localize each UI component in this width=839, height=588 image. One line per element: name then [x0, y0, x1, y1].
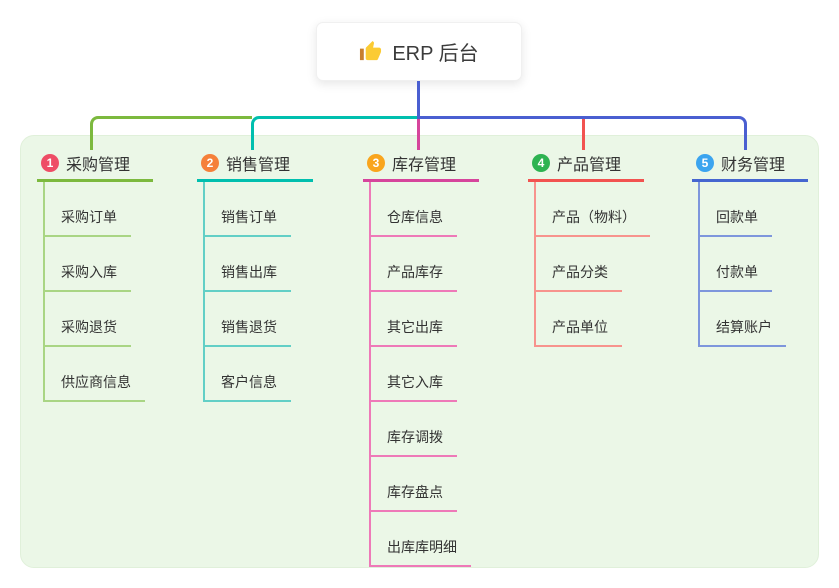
- branch-node[interactable]: 5 财务管理: [692, 151, 808, 182]
- child-row: 库存调拨: [371, 402, 478, 457]
- connector-elbow-branch2: [251, 116, 418, 150]
- branch-label: 产品管理: [557, 156, 622, 174]
- child-row: 采购入库: [45, 237, 152, 292]
- connector-root-drop: [417, 81, 420, 116]
- mindmap-panel: 1 采购管理 采购订单采购入库采购退货供应商信息 2 销售管理 销售订单销售出库…: [20, 135, 819, 568]
- child-row: 产品单位: [536, 292, 643, 347]
- child-row: 付款单: [700, 237, 807, 292]
- child-node[interactable]: 库存盘点: [371, 482, 457, 512]
- branch-node[interactable]: 3 库存管理: [363, 151, 479, 182]
- child-row: 客户信息: [205, 347, 312, 402]
- child-node[interactable]: 产品（物料）: [536, 207, 650, 237]
- child-node[interactable]: 客户信息: [205, 372, 291, 402]
- branch-label: 销售管理: [226, 156, 291, 174]
- child-node[interactable]: 付款单: [700, 262, 772, 292]
- branch-label: 财务管理: [721, 156, 786, 174]
- branch-number-badge: 5: [696, 153, 714, 172]
- branch-number-badge: 3: [367, 153, 385, 172]
- child-row: 产品（物料）: [536, 182, 650, 237]
- child-node[interactable]: 产品分类: [536, 262, 622, 292]
- connector-elbow-branch1: [90, 116, 252, 150]
- child-node[interactable]: 采购入库: [45, 262, 131, 292]
- branch-children: 销售订单销售出库销售退货客户信息: [203, 182, 312, 402]
- child-row: 产品库存: [371, 237, 478, 292]
- root-node[interactable]: ERP 后台: [316, 22, 522, 81]
- branch-node[interactable]: 2 销售管理: [197, 151, 313, 182]
- child-row: 供应商信息: [45, 347, 152, 402]
- child-row: 采购退货: [45, 292, 152, 347]
- branch-label: 采购管理: [66, 156, 131, 174]
- connector-elbow-branch5: [417, 116, 747, 150]
- child-row: 销售订单: [205, 182, 312, 237]
- connector-drop-branch4: [582, 118, 585, 150]
- child-node[interactable]: 销售订单: [205, 207, 291, 237]
- branch-number-badge: 4: [532, 153, 550, 172]
- child-row: 仓库信息: [371, 182, 478, 237]
- branch-children: 回款单付款单结算账户: [698, 182, 807, 347]
- root-label: ERP 后台: [392, 43, 479, 65]
- branch-column: 4 产品管理 产品（物料） 产品分类产品单位: [528, 151, 650, 347]
- branch-number-badge: 2: [201, 153, 219, 172]
- child-row: 销售出库: [205, 237, 312, 292]
- child-node[interactable]: 仓库信息: [371, 207, 457, 237]
- child-node[interactable]: 出库库明细: [371, 537, 471, 567]
- child-row: 其它入库: [371, 347, 478, 402]
- child-node[interactable]: 采购退货: [45, 317, 131, 347]
- child-row: 出库库明细: [371, 512, 478, 567]
- child-node[interactable]: 其它入库: [371, 372, 457, 402]
- branch-node[interactable]: 4 产品管理: [528, 151, 644, 182]
- child-node[interactable]: 产品单位: [536, 317, 622, 347]
- child-node[interactable]: 销售退货: [205, 317, 291, 347]
- branch-node[interactable]: 1 采购管理: [37, 151, 153, 182]
- child-node[interactable]: 产品库存: [371, 262, 457, 292]
- branch-column: 1 采购管理 采购订单采购入库采购退货供应商信息: [37, 151, 153, 402]
- child-node[interactable]: 销售出库: [205, 262, 291, 292]
- connector-drop-branch3: [417, 118, 420, 150]
- branch-children: 产品（物料） 产品分类产品单位: [534, 182, 650, 347]
- child-row: 结算账户: [700, 292, 807, 347]
- child-node[interactable]: 其它出库: [371, 317, 457, 347]
- child-node[interactable]: 供应商信息: [45, 372, 145, 402]
- branch-number-badge: 1: [41, 153, 59, 172]
- branch-column: 2 销售管理 销售订单销售出库销售退货客户信息: [197, 151, 313, 402]
- child-node[interactable]: 采购订单: [45, 207, 131, 237]
- child-row: 库存盘点: [371, 457, 478, 512]
- branch-column: 3 库存管理 仓库信息产品库存其它出库其它入库库存调拨库存盘点出库库明细: [363, 151, 479, 567]
- child-row: 采购订单: [45, 182, 152, 237]
- child-node[interactable]: 库存调拨: [371, 427, 457, 457]
- branch-children: 仓库信息产品库存其它出库其它入库库存调拨库存盘点出库库明细: [369, 182, 478, 567]
- child-row: 其它出库: [371, 292, 478, 347]
- branch-children: 采购订单采购入库采购退货供应商信息: [43, 182, 152, 402]
- child-row: 回款单: [700, 182, 807, 237]
- child-node[interactable]: 回款单: [700, 207, 772, 237]
- child-node[interactable]: 结算账户: [700, 317, 786, 347]
- child-row: 销售退货: [205, 292, 312, 347]
- branch-column: 5 财务管理 回款单付款单结算账户: [692, 151, 808, 347]
- thumbs-up-icon: [360, 40, 382, 61]
- child-row: 产品分类: [536, 237, 643, 292]
- branch-label: 库存管理: [392, 156, 457, 174]
